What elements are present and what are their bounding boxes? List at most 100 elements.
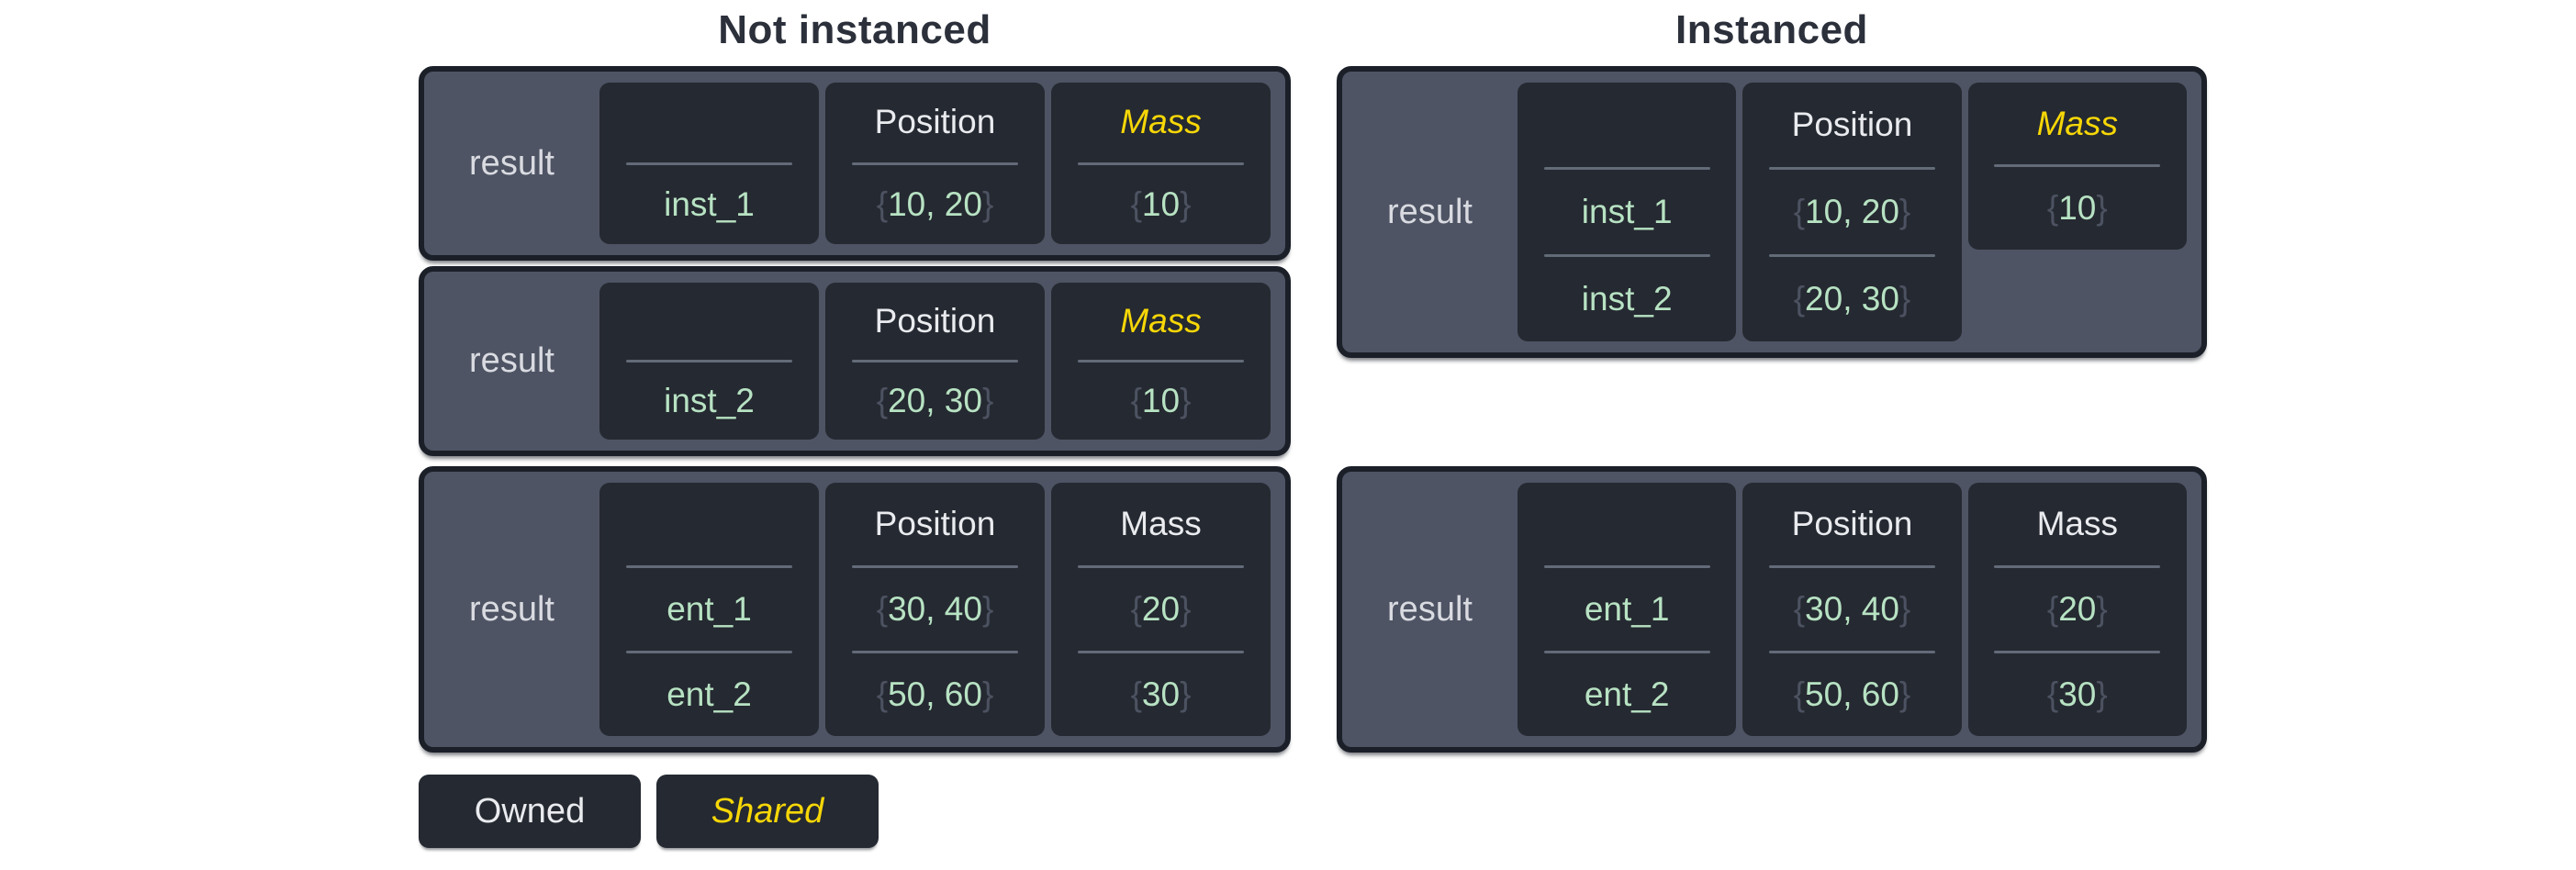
entities-column-header	[599, 283, 819, 360]
value-text: 30	[2058, 675, 2097, 713]
row-divider	[851, 565, 1019, 568]
position-column-header: Position	[1791, 106, 1913, 143]
value-text: ent_1	[1584, 590, 1670, 628]
cell-value: {10}	[1968, 167, 2187, 249]
mass-column-header: Mass	[1120, 302, 1202, 340]
cell-value: {30}	[1051, 653, 1271, 736]
value-text: inst_1	[1581, 193, 1673, 230]
cell-value: {20, 30}	[825, 362, 1045, 440]
row-divider	[1543, 167, 1710, 170]
entities-column-header	[599, 483, 819, 565]
open-brace: {	[1130, 184, 1142, 223]
row-divider	[851, 360, 1019, 362]
value-text: inst_2	[664, 382, 755, 419]
entities-column-cell: inst_1	[599, 83, 819, 244]
close-brace: }	[2096, 675, 2108, 713]
close-brace: }	[1180, 590, 1192, 628]
cell-value: {10}	[1051, 165, 1271, 245]
row-divider	[1077, 565, 1245, 568]
row-divider	[625, 651, 793, 653]
row-divider	[1077, 360, 1245, 362]
close-brace: }	[981, 675, 994, 713]
cell-value: {10}	[1051, 362, 1271, 440]
row-divider	[851, 651, 1019, 653]
open-brace: {	[876, 382, 889, 419]
row-divider	[1768, 167, 1936, 170]
value-text: 20, 30	[888, 382, 982, 419]
open-brace: {	[2046, 590, 2059, 628]
value-text: ent_2	[1584, 675, 1670, 713]
row-divider	[1543, 254, 1710, 257]
row-divider	[1768, 651, 1936, 653]
value-text: 10, 20	[1805, 193, 1899, 230]
row-divider	[625, 162, 793, 165]
open-brace: {	[876, 184, 889, 223]
row-divider	[1077, 651, 1245, 653]
close-brace: }	[1180, 382, 1192, 419]
result-label: result	[1387, 192, 1473, 231]
mass-column-cell: Mass {20} {30}	[1967, 483, 2187, 736]
mass-column-header: Mass	[2036, 505, 2119, 542]
value-text: 30, 40	[1805, 590, 1899, 628]
result-label: result	[469, 143, 554, 183]
close-brace: }	[981, 590, 994, 628]
value-text: 20	[2058, 590, 2097, 628]
mass-column-cell: Mass {10}	[1051, 83, 1271, 244]
cell-value: {10, 20}	[1742, 170, 1961, 254]
cell-value: {10, 20}	[825, 165, 1045, 245]
position-column-cell: Position{20, 30}	[825, 283, 1045, 440]
mass-column-cell: Mass {10}	[1967, 83, 2187, 250]
close-brace: }	[1898, 193, 1911, 230]
mass-column-header: Mass	[2036, 104, 2119, 142]
open-brace: {	[1130, 382, 1142, 419]
close-brace: }	[2096, 590, 2108, 628]
mass-column-header: Mass	[1120, 103, 1202, 141]
cell-value: inst_2	[599, 362, 819, 440]
cells-row: inst_1 Position {10, 20} Mass {10}	[599, 72, 1285, 255]
cell-value: inst_1	[1518, 170, 1736, 254]
value-text: 20, 30	[1805, 280, 1899, 318]
open-brace: {	[1130, 590, 1142, 628]
row-divider	[1543, 651, 1710, 653]
row-divider	[625, 565, 793, 568]
value-text: 30, 40	[888, 590, 982, 628]
row-divider	[1543, 565, 1710, 568]
value-text: ent_1	[666, 590, 752, 628]
value-text: 30	[1141, 675, 1181, 713]
close-brace: }	[1180, 184, 1192, 223]
cell-value: inst_2	[1518, 257, 1736, 341]
cell-value: ent_2	[1518, 653, 1736, 736]
mass-column-cell: Mass{20}{30}	[1051, 483, 1271, 736]
cell-value: ent_2	[599, 653, 819, 736]
row-divider	[1994, 565, 2161, 568]
value-text: 10	[1141, 382, 1181, 419]
cell-value: {50, 60}	[1742, 653, 1961, 736]
value-text: ent_2	[666, 675, 752, 713]
legend: Owned Shared	[419, 775, 879, 848]
open-brace: {	[1130, 675, 1142, 713]
row-divider	[1994, 651, 2161, 653]
position-column-header: Position	[874, 505, 996, 542]
result-label: result	[1387, 589, 1473, 629]
open-brace: {	[1793, 193, 1806, 230]
close-brace: }	[1898, 590, 1911, 628]
result-label: result	[469, 589, 554, 629]
close-brace: }	[1180, 675, 1192, 713]
instanced-title: Instanced	[1675, 7, 1868, 52]
position-column-cell: Position {10, 20}{20, 30}	[1742, 83, 1962, 341]
open-brace: {	[2046, 189, 2059, 228]
entities-column-cell: inst_2	[599, 283, 819, 440]
value-text: inst_2	[1581, 280, 1673, 318]
cells-row: inst_2 Position{20, 30} Mass {10}	[599, 272, 1285, 451]
open-brace: {	[1793, 590, 1806, 628]
position-column-header: Position	[874, 103, 996, 141]
open-brace: {	[2046, 675, 2059, 713]
entities-column-header	[1518, 83, 1736, 167]
mass-column-header: Mass	[1120, 505, 1202, 542]
cell-value: ent_1	[1518, 568, 1736, 651]
row-divider	[1768, 565, 1936, 568]
